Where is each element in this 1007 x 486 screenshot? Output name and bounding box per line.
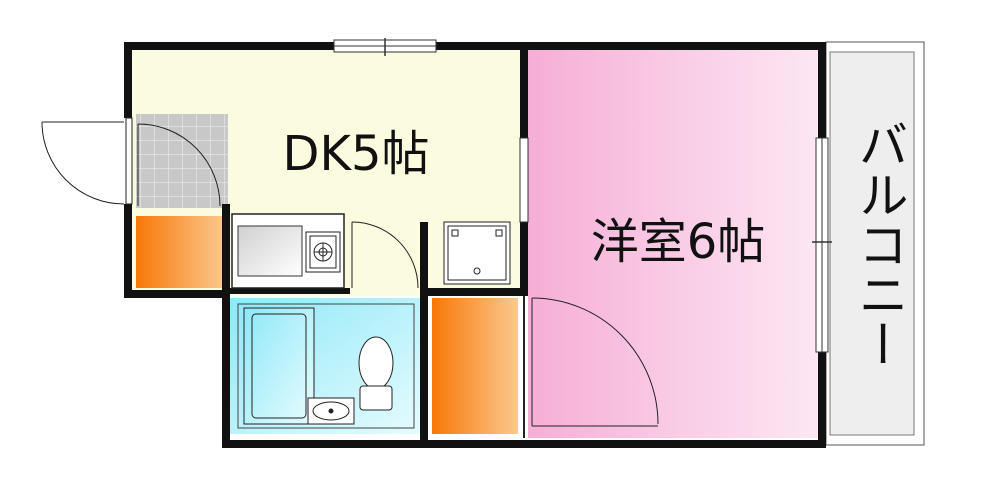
dk-label: DK5帖 [283,126,430,182]
balcony-label: バルコニー [851,119,909,369]
western-room-floor [528,48,824,438]
walls [124,42,826,448]
shoe-storage [136,216,224,288]
western-room-door [523,296,659,438]
top-window [333,38,437,56]
washing-machine-space [443,221,511,285]
stove-icon [305,231,341,273]
washbasin-icon [307,397,355,425]
bathroom-unit [237,303,415,429]
dk-sliding-door [519,137,529,223]
entry-tile-floor [136,114,228,208]
closet-storage [432,298,518,434]
entry-inner-door [137,123,221,207]
balcony-area [825,41,925,446]
entrance-door [41,117,133,205]
washroom-door [351,221,419,289]
western-room-label: 洋室6帖 [591,214,766,270]
toilet-icon [358,336,394,411]
balcony-sliding-door [812,137,832,353]
